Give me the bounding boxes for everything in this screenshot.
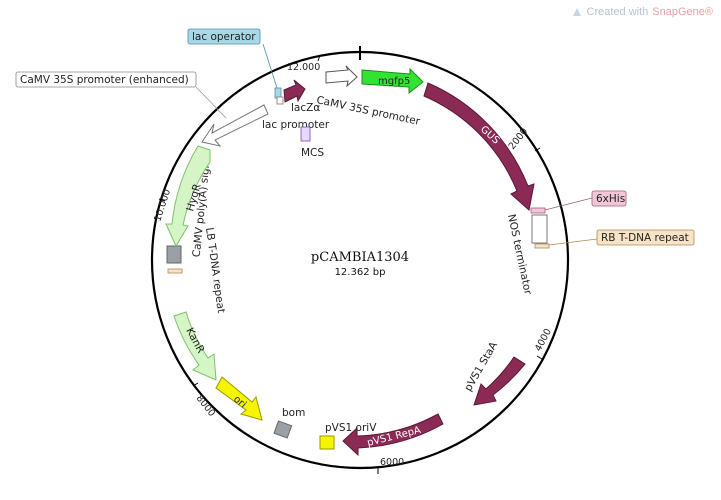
his-tag-leader (544, 197, 593, 211)
plasmid-size: 12.362 bp (335, 267, 386, 278)
rb-repeat-leader (548, 238, 598, 246)
watermark-prefix: Created with (586, 6, 649, 18)
camv-polya-block[interactable] (166, 245, 182, 264)
his-tag-callout-box (591, 190, 627, 207)
camv-35s-promoter-label: CaMV 35S promoter (315, 94, 421, 128)
watermark-brand: SnapGene® (652, 6, 713, 18)
snapgene-watermark: Created with SnapGene® (571, 6, 713, 18)
rb-repeat-callout: RB T-DNA repeat (601, 232, 689, 244)
mgfp5-label: mgfp5 (378, 76, 410, 87)
camv-enhanced-callout-box (15, 71, 197, 88)
mgfp5-arrow[interactable] (361, 67, 424, 95)
ori-arrow[interactable] (215, 376, 263, 421)
tick-4000 (536, 355, 543, 360)
tick-8000 (192, 382, 199, 387)
snapgene-logo-icon (572, 8, 581, 16)
plasmid-name: pCAMBIA1304 (311, 250, 409, 265)
gus-arrow[interactable] (423, 82, 535, 211)
mcs-block[interactable] (300, 126, 311, 142)
camv-enhanced-callout: CaMV 35S promoter (enhanced) (20, 74, 189, 86)
tick-label-10000: 10.000 (152, 188, 173, 223)
nos-terminator-label: NOS terminator (505, 213, 534, 296)
his-tag-callout: 6xHis (596, 193, 625, 205)
pvs1-repa-arrow[interactable] (342, 413, 444, 457)
lac-operator-leader (262, 43, 278, 89)
rb-repeat-marker[interactable] (534, 243, 550, 249)
lb-repeat-marker[interactable] (167, 268, 183, 274)
camv-35s-promoter-arrow[interactable] (325, 65, 358, 88)
tick-label-8000: 8000 (194, 393, 218, 419)
tick-12000 (317, 54, 321, 62)
kanr-arrow[interactable] (173, 311, 217, 381)
tick-label-2000: 2000 (507, 126, 531, 152)
tick-2000 (534, 147, 541, 152)
pvs1-oriv-label: pVS1 oriV (325, 422, 377, 434)
camv-enhanced-leader (195, 86, 227, 119)
lacz-alpha-arrow[interactable] (283, 79, 306, 103)
bom-label: bom (282, 407, 305, 419)
tick-10000 (158, 198, 166, 202)
mcs-label: MCS (301, 147, 324, 159)
lac-operator-callout-box (187, 28, 261, 45)
pvs1-oriv-block[interactable] (319, 435, 335, 450)
tick-label-12000: 12.000 (287, 62, 320, 73)
bom-block[interactable] (273, 420, 293, 439)
pvs1-staa-arrow[interactable] (473, 356, 526, 406)
his-tag-marker[interactable] (530, 207, 546, 214)
lac-operator-marker[interactable] (274, 87, 282, 99)
tick-label-6000: 6000 (380, 457, 404, 468)
nos-terminator-block[interactable] (531, 214, 548, 244)
hygr-arrow[interactable] (165, 145, 211, 248)
lb-repeat-label: LB T-DNA repeat (203, 227, 227, 314)
camv-enhanced-arrow[interactable] (201, 104, 269, 147)
lacz-alpha-label: lacZα (291, 102, 320, 114)
rb-repeat-callout-box (596, 229, 695, 246)
lac-promoter-marker[interactable] (276, 96, 284, 105)
lac-promoter-label: lac promoter (262, 119, 330, 131)
lac-operator-callout: lac operator (192, 31, 256, 43)
